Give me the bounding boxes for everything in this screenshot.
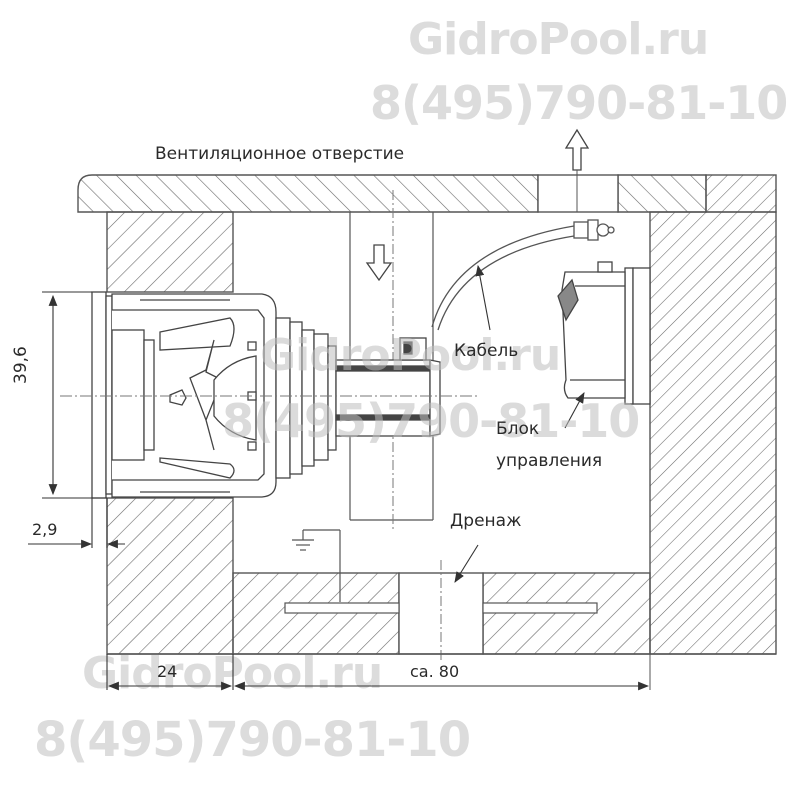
cable-label: Кабель [454, 341, 519, 361]
dimension-height-value: 39,6 [11, 346, 31, 384]
vent-opening [537, 174, 619, 213]
left-wall [106, 211, 234, 655]
control-unit-label-line1: Блок [496, 419, 540, 439]
control-unit [557, 261, 651, 405]
dimension-flange-value: 2,9 [32, 520, 58, 539]
dimension-chamber-value: ca. 80 [410, 662, 460, 681]
floor-slab [107, 560, 776, 660]
arrow-up-outline-icon [564, 128, 590, 212]
vent-opening-label: Вентиляционное отверстие [155, 144, 405, 164]
top-slab [77, 174, 707, 213]
watermark-top-phone: 8(495)790-81-10 [370, 76, 788, 130]
watermark-bottom-phone: 8(495)790-81-10 [34, 712, 471, 768]
cable [431, 219, 615, 331]
watermark-top-site: GidroPool.ru [408, 14, 709, 65]
drainage-label: Дренаж [450, 511, 522, 531]
dimension-wall-value: 24 [157, 662, 178, 681]
arrow-down-outline-icon [365, 244, 393, 282]
control-unit-label-line2: управления [496, 451, 603, 471]
leader-lines [454, 264, 585, 583]
watermark-middle-site: GidroPool.ru [260, 330, 561, 381]
pump-unit [91, 291, 441, 499]
dimension-lines [28, 291, 650, 691]
ground-symbol-icon [292, 529, 341, 602]
right-wall [649, 174, 777, 690]
watermark-middle-phone: 8(495)790-81-10 [222, 394, 640, 448]
